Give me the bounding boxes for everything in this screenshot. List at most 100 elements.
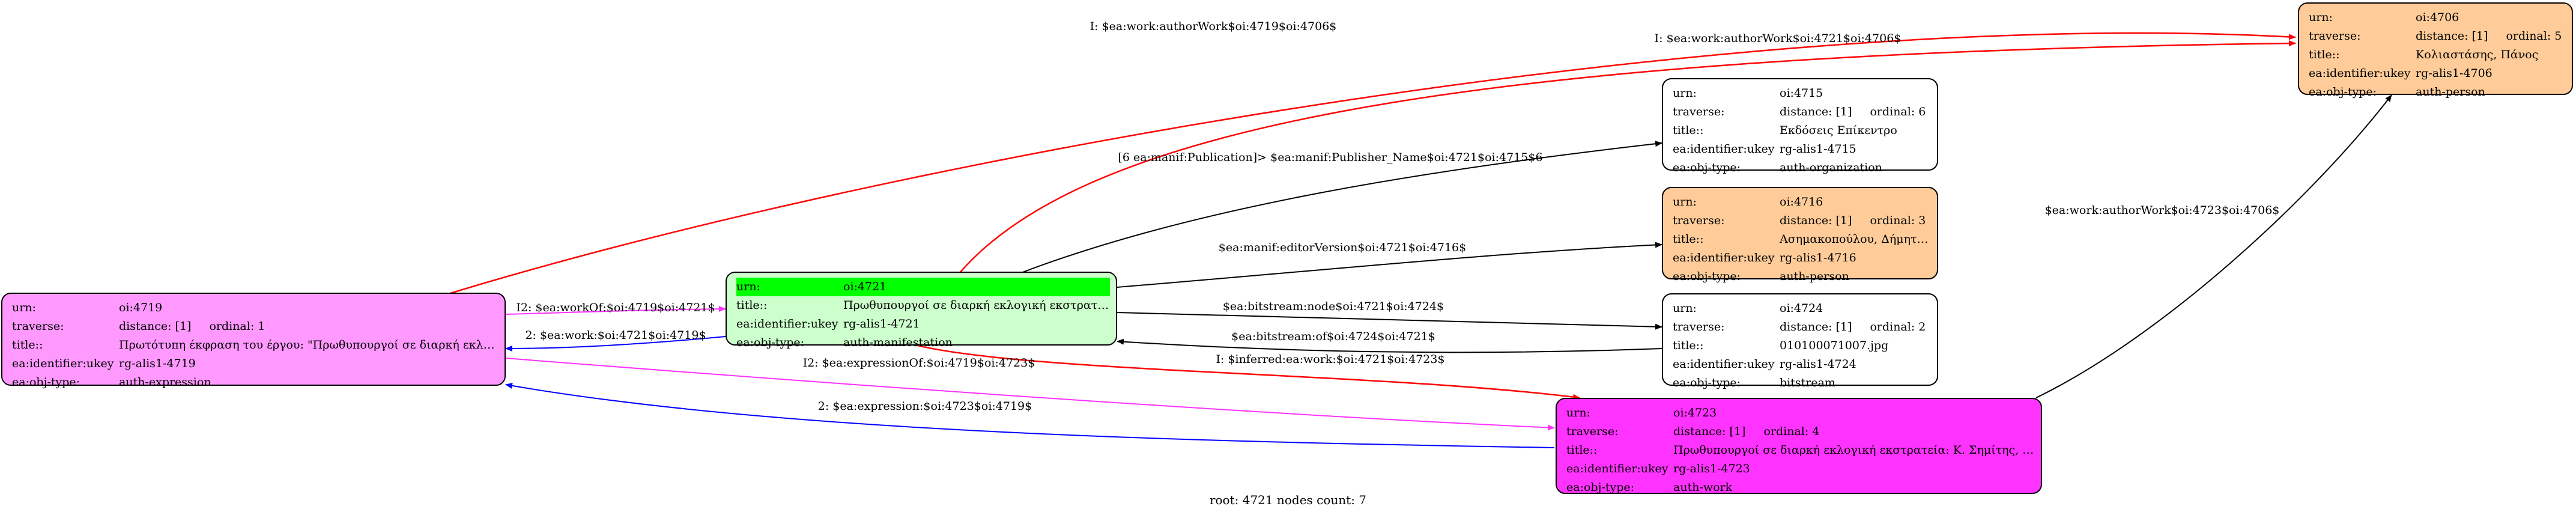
node-ordinal: ordinal: 5 <box>2506 29 2562 43</box>
node-distance: distance: [1] <box>1780 105 1852 118</box>
node-ordinal: ordinal: 1 <box>209 320 265 333</box>
node-objtype: auth-person <box>2416 85 2485 99</box>
key-title: title:: <box>736 299 768 312</box>
node-distance: distance: [1] <box>2416 29 2488 43</box>
edge-e3 <box>1020 141 1662 273</box>
key-ukey: ea:identifier:ukey <box>12 357 114 370</box>
key-ukey: ea:identifier:ukey <box>1566 462 1668 475</box>
key-title: title:: <box>1673 124 1704 137</box>
node-title: Ασημακοπούλου, Δήμητρα <box>1780 233 1931 246</box>
node-title: Πρωθυπουργοί σε διαρκή εκλογική εκστρατε… <box>843 299 1110 312</box>
key-objtype: ea:obj-type: <box>12 376 80 389</box>
key-ukey: ea:identifier:ukey <box>1673 142 1775 156</box>
key-urn: urn: <box>12 301 36 314</box>
node-ukey: rg-alis1-4706 <box>2416 67 2493 80</box>
node-objtype: auth-person <box>1780 270 1849 283</box>
key-urn: urn: <box>2309 11 2333 24</box>
node-ordinal: ordinal: 4 <box>1763 425 1820 438</box>
node-distance: distance: [1] <box>1780 320 1852 334</box>
key-urn: urn: <box>1673 302 1697 315</box>
node-urn: oi:4716 <box>1780 195 1823 209</box>
key-objtype: ea:obj-type: <box>1673 270 1741 283</box>
node-title: Πρωθυπουργοί σε διαρκή εκλογική εκστρατε… <box>1673 443 2035 457</box>
node-urn: oi:4715 <box>1780 87 1823 100</box>
edge-e7 <box>912 343 1580 400</box>
edge-label-e7: I: $inferred:ea:work:$oi:4721$oi:4723$ <box>1216 353 1444 366</box>
node-ukey: rg-alis1-4723 <box>1673 462 1750 475</box>
key-title: title:: <box>1566 443 1598 457</box>
edge-label-e6: $ea:bitstream:of$oi:4724$oi:4721$ <box>1231 330 1435 343</box>
node-ordinal: ordinal: 2 <box>1870 320 1926 334</box>
edge-e1 <box>450 32 2296 294</box>
node-objtype: auth-manifestation <box>843 336 953 349</box>
key-title: title:: <box>2309 48 2340 61</box>
node-4715[interactable]: urn: oi:4715 traverse: distance: [1] ordina… <box>1662 78 1938 174</box>
node-urn: oi:4719 <box>119 301 163 314</box>
node-ukey: rg-alis1-4719 <box>119 357 196 370</box>
node-ordinal: ordinal: 3 <box>1870 214 1926 227</box>
key-ukey: ea:identifier:ukey <box>1673 251 1775 264</box>
node-4724[interactable]: urn: oi:4724 traverse: distance: [1] ordina… <box>1662 293 1938 389</box>
key-urn: urn: <box>1673 87 1697 100</box>
key-ukey: ea:identifier:ukey <box>2309 67 2411 80</box>
edge-e8 <box>2035 94 2392 398</box>
node-title: 010100071007.jpg <box>1780 339 1889 352</box>
node-distance: distance: [1] <box>119 320 192 333</box>
key-traverse: traverse: <box>1673 105 1725 118</box>
key-objtype: ea:obj-type: <box>1673 161 1741 174</box>
edge-label-e2: I: $ea:work:authorWork$oi:4721$oi:4706$ <box>1655 32 1902 45</box>
node-urn: oi:4706 <box>2416 11 2459 24</box>
graph-footer: root: 4721 nodes count: 7 <box>1209 493 1367 507</box>
node-4716[interactable]: urn: oi:4716 traverse: distance: [1] ordina… <box>1662 187 1938 283</box>
key-traverse: traverse: <box>12 320 64 333</box>
node-4723[interactable]: urn:oi:4723 traverse:distance: [1]ordina… <box>1556 398 2042 494</box>
node-ordinal: ordinal: 6 <box>1870 105 1926 118</box>
edge-label-e5: $ea:bitstream:node$oi:4721$oi:4724$ <box>1223 300 1444 313</box>
edge-label-e8: $ea:work:authorWork$oi:4723$oi:4706$ <box>2045 204 2280 217</box>
key-objtype: ea:obj-type: <box>736 336 805 349</box>
edge-e9 <box>505 306 726 315</box>
key-title: title:: <box>12 338 43 352</box>
key-ukey: ea:identifier:ukey <box>1673 358 1775 371</box>
edge-e2 <box>959 40 2296 273</box>
node-ukey: rg-alis1-4715 <box>1780 142 1856 156</box>
edge-label-e11: I2: $ea:expressionOf:$oi:4719$oi:4723$ <box>803 356 1035 370</box>
node-distance: distance: [1] <box>1673 425 1746 438</box>
node-4706[interactable]: urn: oi:4706 traverse: distance: [1] ordina… <box>2298 2 2573 99</box>
key-traverse: traverse: <box>1673 320 1725 334</box>
node-objtype: bitstream <box>1780 376 1835 389</box>
node-4719[interactable]: urn: oi:4719 traverse: distance: [1] ordina… <box>1 293 506 389</box>
node-title: Πρωτότυπη έκφραση του έργου: "Πρωθυπουργ… <box>119 338 499 352</box>
key-title: title:: <box>1673 339 1704 352</box>
edge-label-e9: I2: $ea:workOf:$oi:4719$oi:4721$ <box>516 301 715 314</box>
node-objtype: auth-organization <box>1780 161 1882 174</box>
edge-label-e3: [6 ea:manif:Publication]> $ea:manif:Publ… <box>1118 151 1542 164</box>
node-ukey: rg-alis1-4716 <box>1780 251 1856 264</box>
node-distance: distance: [1] <box>1780 214 1852 227</box>
node-title: Κολιαστάσης, Πάνος <box>2416 48 2539 61</box>
edge-e6 <box>1117 338 1662 353</box>
node-objtype: auth-expression <box>119 376 211 389</box>
node-title: Εκδόσεις Επίκεντρο <box>1780 124 1897 137</box>
key-traverse: traverse: <box>1673 214 1725 227</box>
key-traverse: traverse: <box>2309 29 2361 43</box>
node-4721-root[interactable]: urn: oi:4721 title::Πρωθυπουργοί σε διαρκ… <box>726 272 1117 349</box>
key-urn: urn: <box>736 280 760 293</box>
edge-e11 <box>505 358 1555 431</box>
key-urn: urn: <box>1673 195 1697 209</box>
node-ukey: rg-alis1-4721 <box>843 317 920 331</box>
edge-label-e10: 2: $ea:work:$oi:4721$oi:4719$ <box>525 329 706 342</box>
edge-e10 <box>505 336 726 352</box>
node-urn: oi:4723 <box>1673 406 1717 419</box>
edge-label-e1: I: $ea:work:authorWork$oi:4719$oi:4706$ <box>1090 20 1337 33</box>
edge-e5 <box>1117 312 1662 330</box>
node-urn: oi:4724 <box>1780 302 1823 315</box>
node-ukey: rg-alis1-4724 <box>1780 358 1856 371</box>
key-title: title:: <box>1673 233 1704 246</box>
key-urn: urn: <box>1566 406 1590 419</box>
key-objtype: ea:obj-type: <box>1673 376 1741 389</box>
key-ukey: ea:identifier:ukey <box>736 317 838 331</box>
edge-label-e4: $ea:manif:editorVersion$oi:4721$oi:4716$ <box>1219 241 1466 254</box>
node-urn: oi:4721 <box>843 280 887 293</box>
